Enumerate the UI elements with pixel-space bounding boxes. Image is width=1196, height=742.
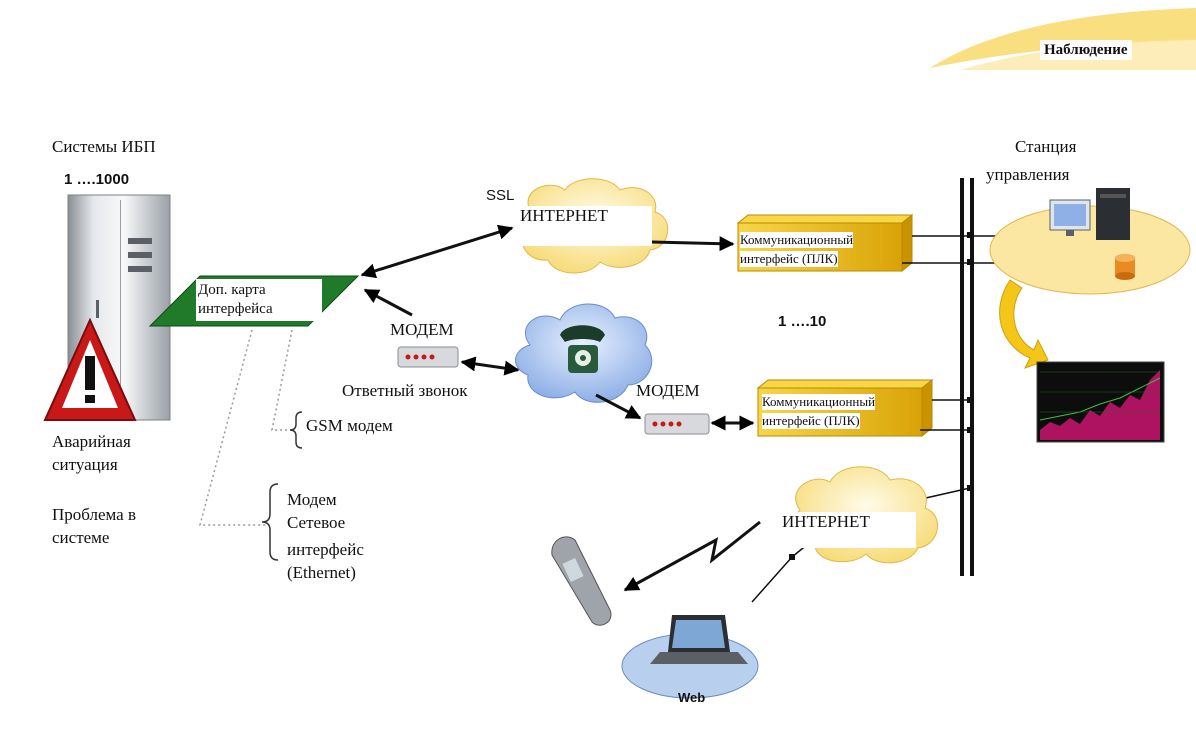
header-swoosh [930, 8, 1196, 70]
problem-label-line2: системе [52, 528, 110, 547]
bus-junctions [789, 232, 973, 560]
network-option-line3: (Ethernet) [287, 563, 356, 582]
phone-network-cloud [515, 303, 653, 403]
modem-right-label: МОДЕМ [636, 381, 700, 400]
network-option-line2: интерфейс [287, 540, 364, 559]
plc-1-label-line1: Коммуникационный [740, 232, 854, 248]
page-title: Наблюдение [1040, 40, 1132, 60]
database-icon [1115, 254, 1135, 280]
interface-card-label-line1: Доп. карта [198, 282, 266, 298]
problem-label-line1: Проблема в [52, 505, 136, 524]
ups-title: Системы ИБП [52, 137, 156, 156]
monitoring-chart [1036, 361, 1165, 443]
modem-right-icon [644, 413, 710, 435]
alarm-label-line1: Аварийная [52, 432, 131, 451]
interface-card-label-line2: интерфейса [198, 301, 273, 317]
ups-count: 1 ….1000 [64, 171, 130, 188]
gsm-modem-label: GSM модем [306, 416, 393, 435]
plc-2-label-line2: интерфейс (ПЛК) [762, 413, 860, 429]
interface-card-label [196, 279, 322, 321]
modem-left-label: МОДЕМ [390, 320, 454, 339]
network-bus [960, 178, 974, 576]
callback-label: Ответный звонок [342, 381, 468, 400]
modem-option-label: Модем [287, 490, 337, 509]
modem-left-icon [397, 346, 459, 368]
wireless-link [623, 520, 761, 592]
laptop-icon [650, 615, 748, 664]
alarm-label-line2: ситуация [52, 455, 118, 474]
station-label-line2: управления [986, 165, 1070, 184]
mobile-phone-icon [551, 536, 612, 626]
computer-icon [1049, 188, 1130, 240]
internet-top-label: ИНТЕРНЕТ [518, 206, 652, 246]
station-ellipse [989, 188, 1191, 295]
station-to-chart-arrow [999, 279, 1049, 369]
plc-1-label-line2: интерфейс (ПЛК) [740, 251, 838, 267]
web-ellipse [621, 615, 759, 699]
web-label: Web [678, 690, 706, 705]
option-braces [261, 411, 303, 561]
plc-2-label-line1: Коммуникационный [762, 394, 876, 410]
station-label-line1: Станция [1015, 137, 1077, 156]
connection-arrows [360, 224, 755, 431]
card-option-connectors [199, 329, 293, 526]
internet-bottom-label: ИНТЕРНЕТ [780, 512, 916, 548]
alarm-warning-icon [43, 317, 137, 421]
plc-count: 1 ….10 [778, 313, 827, 330]
ssl-label: SSL [486, 187, 515, 204]
network-option-line1: Сетевое [287, 513, 346, 532]
telephone-icon [560, 325, 605, 373]
